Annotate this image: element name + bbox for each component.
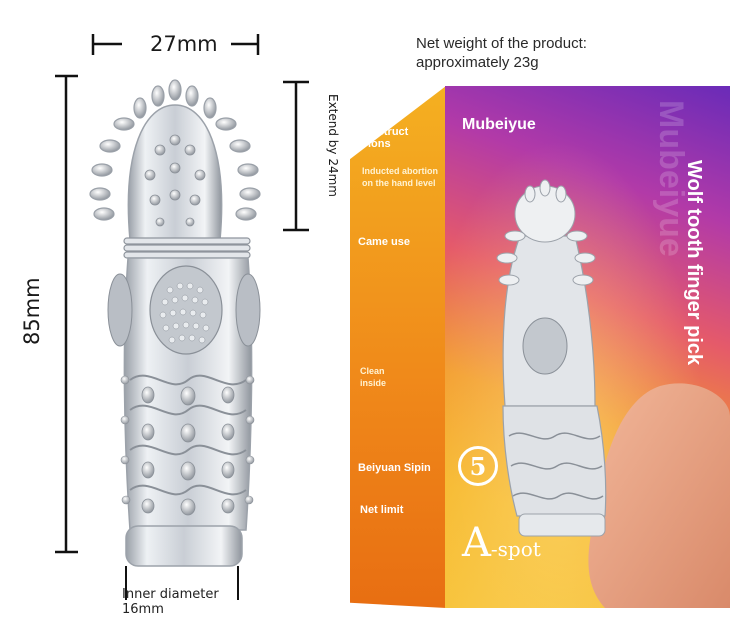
- inner-diameter-line2: 16mm: [122, 602, 164, 617]
- width-dimension-line: [91, 34, 260, 55]
- package-product-image: [496, 179, 730, 608]
- inner-diameter-label: Inner diameter 16mm: [122, 587, 219, 617]
- inner-diameter-line1: Inner diameter: [122, 587, 219, 602]
- extend-label: Extend by 24mm: [326, 94, 340, 197]
- side-line-0: Inducted abortion: [362, 166, 438, 176]
- side-line-6: Net limit: [360, 504, 404, 516]
- height-label: 85mm: [20, 277, 44, 345]
- aspot-letter: A: [462, 520, 491, 566]
- side-line-2: Came use: [358, 236, 410, 248]
- wave-pattern: [129, 374, 247, 496]
- net-weight-line1: Net weight of the product:: [416, 35, 587, 52]
- sleeve-rings: [123, 237, 251, 259]
- side-line-5: Beiyuan Sipin: [358, 462, 431, 474]
- height-dimension-line: [55, 74, 78, 554]
- aspot-logo: A-spot: [462, 520, 541, 566]
- aspot-rest: -spot: [490, 537, 541, 561]
- package-brand: Mubeiyue: [462, 116, 536, 133]
- width-label: 27mm: [150, 32, 218, 56]
- sleeve-base: [125, 525, 243, 567]
- side-line-1: on the hand level: [362, 178, 436, 188]
- net-weight-line2: approximately 23g: [416, 54, 539, 71]
- head-spikes: [89, 79, 261, 221]
- number-badge: 5: [458, 446, 498, 486]
- net-weight-label: Net weight of the product: approximately…: [416, 34, 587, 72]
- extend-dimension-line: [283, 80, 309, 232]
- inner-diameter-line: [125, 566, 239, 600]
- center-pad: [149, 265, 223, 355]
- side-line-4: inside: [360, 378, 387, 388]
- package-side-panel: Instruct ions Inducted abortion on the h…: [350, 86, 446, 608]
- side-line-3: Clean: [360, 366, 385, 376]
- hand-shape: [588, 383, 730, 608]
